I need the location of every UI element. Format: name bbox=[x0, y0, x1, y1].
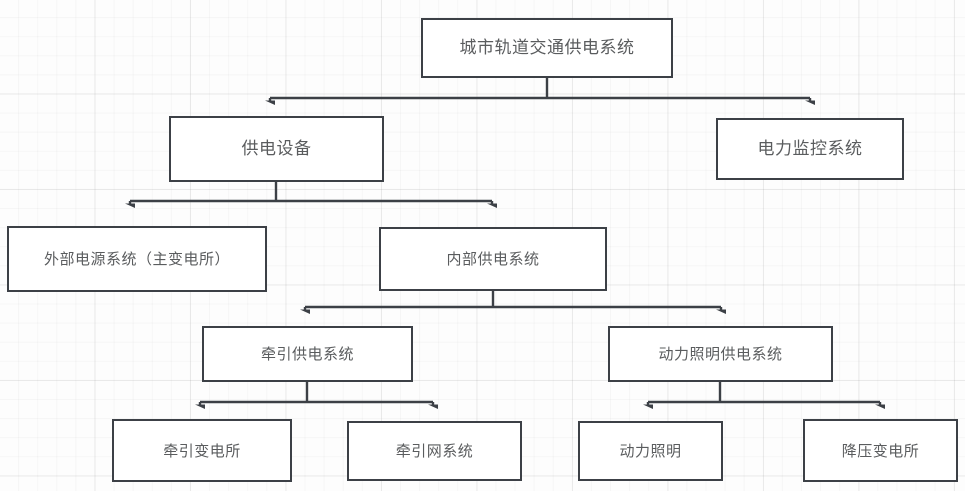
node-internal-power-supply-system[interactable]: 内部供电系统 bbox=[379, 227, 607, 291]
node-traction-substation[interactable]: 牵引变电所 bbox=[112, 419, 292, 482]
node-power-monitoring-system[interactable]: 电力监控系统 bbox=[716, 118, 904, 180]
node-label: 内部供电系统 bbox=[446, 250, 540, 268]
node-root[interactable]: 城市轨道交通供电系统 bbox=[421, 18, 673, 78]
node-power-lighting[interactable]: 动力照明 bbox=[578, 421, 723, 481]
node-label: 动力照明供电系统 bbox=[658, 345, 783, 363]
node-external-power-source-system[interactable]: 外部电源系统（主变电所） bbox=[7, 226, 267, 292]
node-traction-network-system[interactable]: 牵引网系统 bbox=[347, 421, 522, 481]
node-step-down-substation[interactable]: 降压变电所 bbox=[803, 419, 958, 482]
node-label: 城市轨道交通供电系统 bbox=[459, 37, 635, 58]
node-label: 牵引变电所 bbox=[163, 441, 241, 460]
node-label: 供电设备 bbox=[241, 138, 312, 159]
node-power-lighting-supply-system[interactable]: 动力照明供电系统 bbox=[608, 326, 833, 382]
node-traction-power-supply-system[interactable]: 牵引供电系统 bbox=[202, 326, 413, 382]
node-label: 电力监控系统 bbox=[757, 138, 863, 159]
node-label: 动力照明 bbox=[619, 442, 682, 460]
node-label: 外部电源系统（主变电所） bbox=[43, 250, 230, 268]
node-power-supply-equipment[interactable]: 供电设备 bbox=[169, 116, 384, 182]
node-label: 牵引网系统 bbox=[395, 442, 474, 460]
node-label: 降压变电所 bbox=[841, 441, 920, 460]
node-label: 牵引供电系统 bbox=[260, 345, 354, 363]
